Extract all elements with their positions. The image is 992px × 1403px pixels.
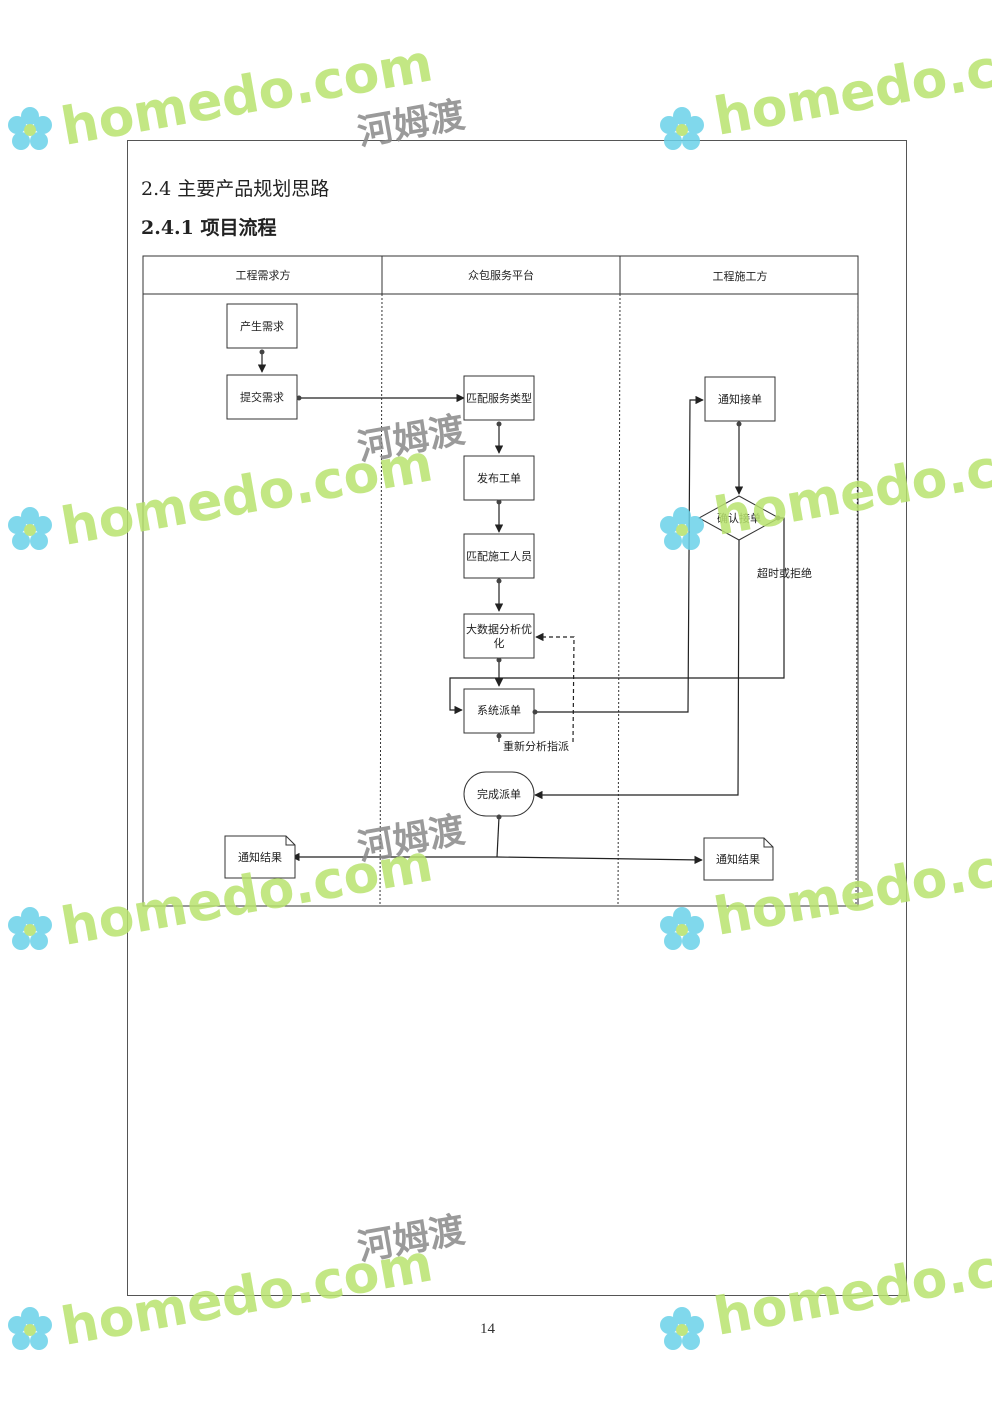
svg-text:提交需求: 提交需求: [240, 390, 284, 404]
svg-text:通知接单: 通知接单: [718, 392, 762, 406]
svg-text:发布工单: 发布工单: [477, 471, 521, 485]
section-heading: 2.4 主要产品规划思路: [141, 178, 330, 200]
subsection-heading: 2.4.1 项目流程: [141, 217, 277, 239]
svg-text:匹配施工人员: 匹配施工人员: [466, 550, 532, 563]
swimlane-frame: [142, 255, 859, 907]
svg-text:通知结果: 通知结果: [238, 850, 282, 864]
node-confirm-accept: 确认接单: [697, 495, 781, 541]
node-notify-accept: 通知接单: [704, 376, 776, 422]
svg-text:完成派单: 完成派单: [477, 787, 521, 801]
node-need-created: 产生需求: [226, 303, 298, 349]
svg-text:大数据分析优: 大数据分析优: [466, 622, 532, 636]
connector-dots: [259, 349, 781, 820]
page-number: 14: [480, 1321, 495, 1337]
edge-label-timeout-or-reject: 超时或拒绝: [757, 566, 812, 580]
svg-text:确认接单: 确认接单: [717, 512, 761, 525]
node-system-dispatch: 系统派单: [463, 688, 535, 734]
node-publish-order: 发布工单: [463, 455, 535, 501]
svg-text:匹配服务类型: 匹配服务类型: [466, 391, 532, 405]
node-notify-result-right: 通知结果: [703, 837, 774, 881]
page-frame: [127, 140, 907, 1296]
edge-label-reanalyze-dispatch: 重新分析指派: [503, 739, 569, 753]
svg-text:通知结果: 通知结果: [716, 852, 760, 866]
node-notify-result-left: 通知结果: [224, 835, 296, 879]
svg-text:系统派单: 系统派单: [477, 704, 521, 717]
node-submit-need: 提交需求: [226, 374, 298, 420]
connectors: [257, 352, 785, 865]
node-match-workers: 匹配施工人员: [463, 533, 535, 579]
node-bigdata-optimize: 大数据分析优 化: [463, 613, 535, 659]
node-match-service-type: 匹配服务类型: [463, 375, 535, 421]
svg-text:化: 化: [494, 636, 505, 650]
node-complete-dispatch: 完成派单: [463, 771, 535, 817]
svg-text:产生需求: 产生需求: [240, 319, 284, 333]
lane-title-platform: 众包服务平台: [468, 268, 534, 282]
lane-title-demand: 工程需求方: [236, 268, 291, 282]
lane-title-contractor: 工程施工方: [713, 269, 768, 283]
